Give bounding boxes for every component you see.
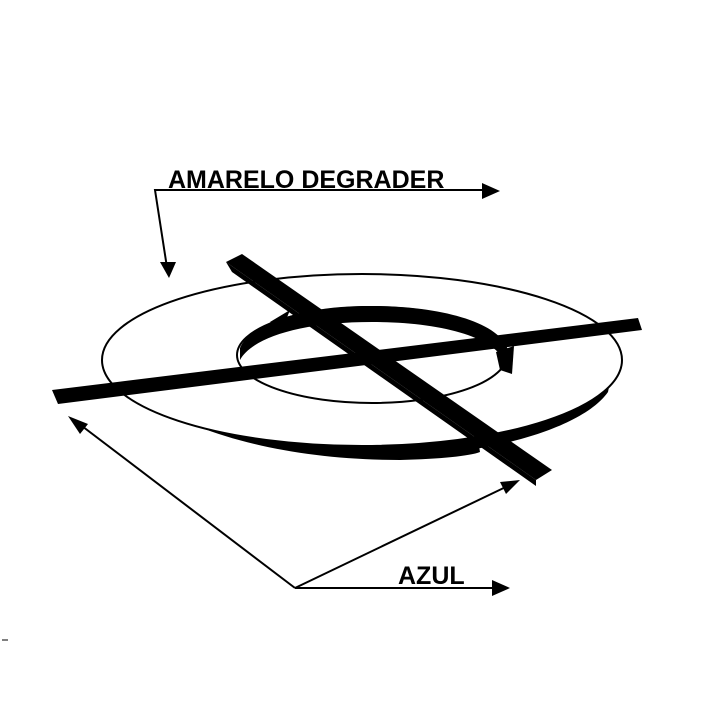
label-amarelo-degrader: AMARELO DEGRADER bbox=[168, 166, 444, 194]
bottom-leader-line-up bbox=[294, 483, 513, 589]
bottom-leader-arrow-left bbox=[68, 416, 88, 434]
ring-inner-wall-right bbox=[496, 346, 514, 374]
top-leader-arrow-down bbox=[160, 262, 176, 278]
bottom-leader-arrow-up bbox=[500, 480, 520, 494]
diagonal-bar bbox=[226, 254, 552, 480]
bottom-leader-arrow-right bbox=[492, 580, 510, 596]
bottom-label-leader bbox=[68, 416, 520, 596]
horizontal-bar bbox=[52, 318, 642, 404]
bottom-leader-line-left bbox=[73, 419, 296, 589]
top-leader-line bbox=[153, 189, 485, 275]
ring-inner-wall-left bbox=[270, 310, 290, 330]
top-leader-arrow-right bbox=[482, 183, 500, 199]
diagonal-bar-edge bbox=[226, 262, 536, 486]
top-label-leader bbox=[153, 183, 500, 278]
label-azul: AZUL bbox=[398, 562, 465, 590]
crossed-bars bbox=[52, 254, 642, 486]
ring bbox=[101, 273, 623, 460]
